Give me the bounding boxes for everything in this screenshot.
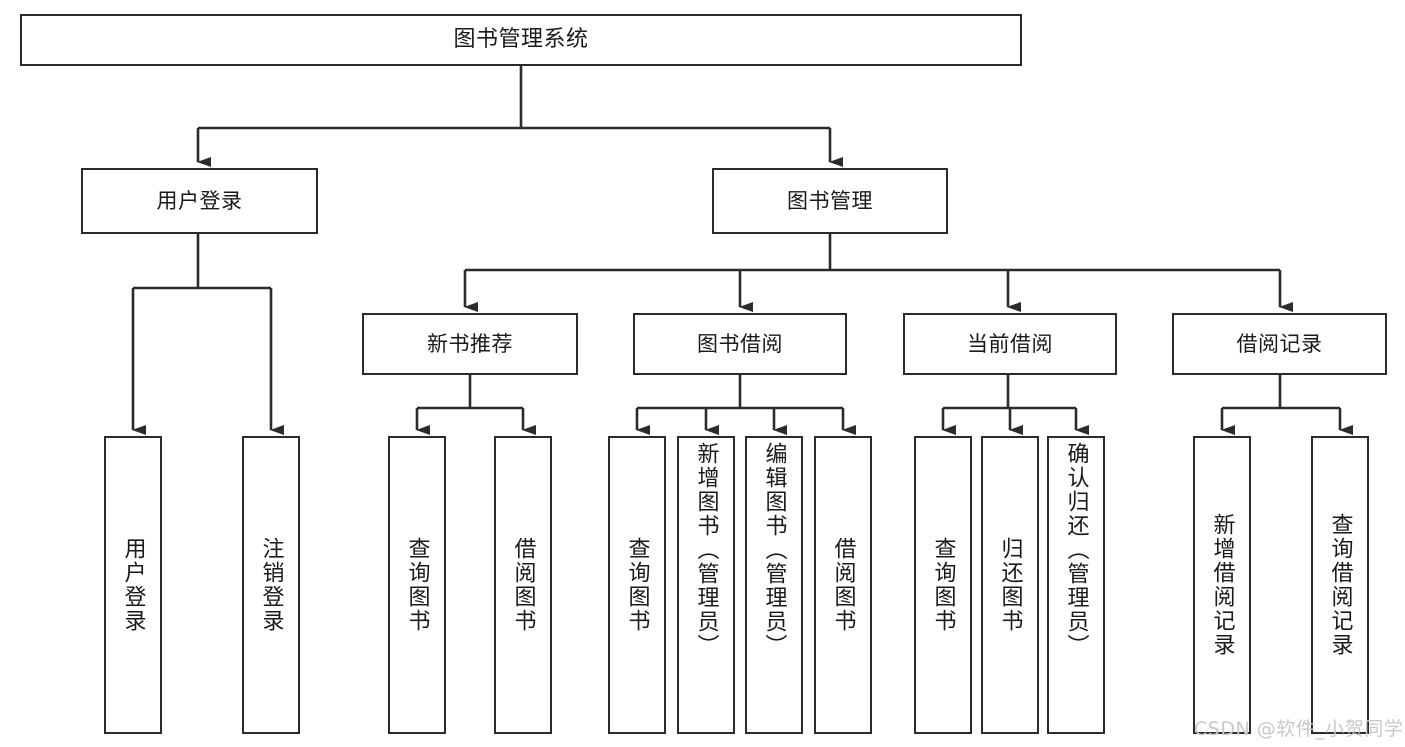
- node-new-book-recommend[interactable]: 新书推荐: [362, 313, 578, 375]
- node-label: 查询图书: [930, 537, 956, 633]
- node-label: 查询图书: [404, 537, 430, 633]
- node-label: 借阅图书: [510, 537, 536, 633]
- leaf-logout-login[interactable]: 注销登录: [242, 436, 300, 734]
- node-label: 编辑图书（管理员）: [761, 442, 787, 658]
- node-label: 借阅图书: [830, 537, 856, 633]
- node-label: 用户登录: [120, 537, 146, 633]
- node-user-login[interactable]: 用户登录: [81, 168, 318, 234]
- leaf-add-book-admin[interactable]: 新增图书（管理员）: [677, 436, 735, 734]
- node-label: 新书推荐: [427, 331, 513, 356]
- leaf-query-book-2[interactable]: 查询图书: [608, 436, 666, 734]
- leaf-query-borrow-record[interactable]: 查询借阅记录: [1311, 436, 1369, 734]
- leaf-borrow-book-1[interactable]: 借阅图书: [494, 436, 552, 734]
- csdn-watermark: CSDN @软件_小贺同学: [1194, 718, 1404, 740]
- node-label: 借阅记录: [1236, 331, 1323, 356]
- node-label: 确认归还（管理员）: [1063, 442, 1089, 658]
- node-root-book-management-system[interactable]: 图书管理系统: [20, 14, 1022, 66]
- node-label: 归还图书: [997, 537, 1023, 633]
- node-label: 图书管理: [787, 188, 873, 213]
- node-label: 图书管理系统: [453, 27, 589, 53]
- leaf-user-login[interactable]: 用户登录: [104, 436, 162, 734]
- node-label: 查询图书: [624, 537, 650, 633]
- leaf-return-book[interactable]: 归还图书: [981, 436, 1039, 734]
- node-borrow-record[interactable]: 借阅记录: [1172, 313, 1387, 375]
- node-label: 新增借阅记录: [1209, 513, 1235, 657]
- node-label: 新增图书（管理员）: [693, 442, 719, 658]
- node-label: 注销登录: [258, 537, 284, 633]
- node-book-borrow[interactable]: 图书借阅: [633, 313, 847, 375]
- leaf-borrow-book-2[interactable]: 借阅图书: [814, 436, 872, 734]
- leaf-add-borrow-record[interactable]: 新增借阅记录: [1193, 436, 1251, 734]
- node-label: 查询借阅记录: [1327, 513, 1353, 657]
- node-label: 图书借阅: [697, 331, 783, 356]
- node-book-manage[interactable]: 图书管理: [712, 168, 948, 234]
- leaf-query-book-1[interactable]: 查询图书: [388, 436, 446, 734]
- leaf-edit-book-admin[interactable]: 编辑图书（管理员）: [745, 436, 803, 734]
- node-label: 用户登录: [156, 188, 243, 213]
- node-current-borrow[interactable]: 当前借阅: [903, 313, 1117, 375]
- node-label: 当前借阅: [967, 331, 1053, 356]
- leaf-query-book-3[interactable]: 查询图书: [914, 436, 972, 734]
- leaf-confirm-return-admin[interactable]: 确认归还（管理员）: [1047, 436, 1105, 734]
